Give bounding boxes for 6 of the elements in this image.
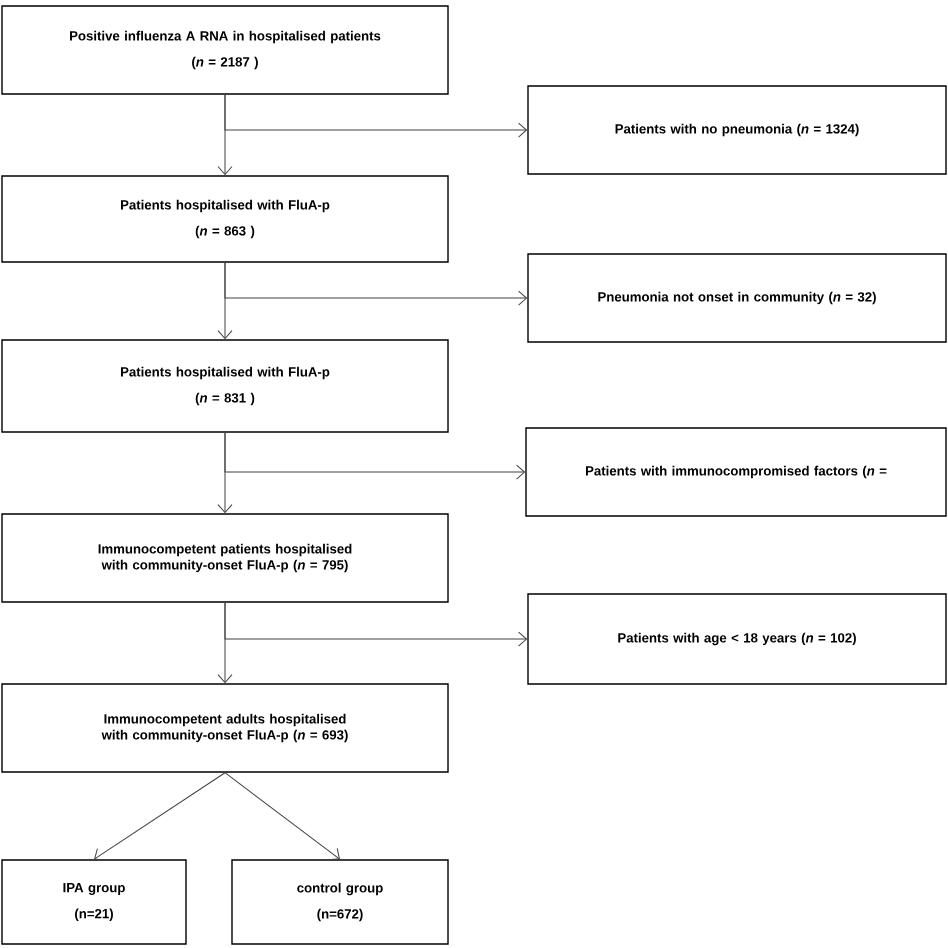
arrow — [94, 772, 226, 861]
arrow — [224, 602, 528, 647]
arrow — [224, 94, 528, 138]
arrow — [224, 772, 340, 861]
arrow — [224, 432, 526, 480]
arrow — [224, 262, 528, 306]
